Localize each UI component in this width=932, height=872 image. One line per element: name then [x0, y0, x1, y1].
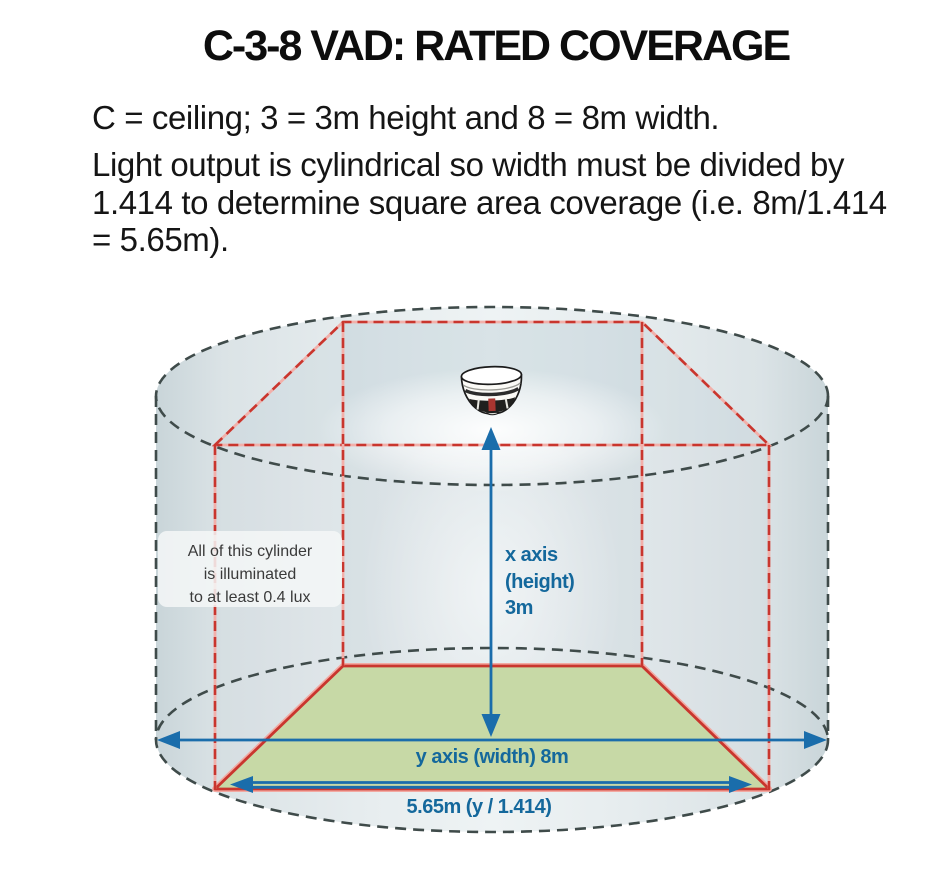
coverage-diagram: All of this cylinder is illuminated to a…: [154, 305, 830, 834]
x-axis-label: x axis (height) 3m: [505, 544, 575, 619]
cube-vertical-edges: [213, 322, 771, 789]
note-line-2: is illuminated: [204, 566, 296, 583]
illumination-note: All of this cylinder is illuminated to a…: [158, 531, 342, 607]
page-title: C-3-8 VAD: RATED COVERAGE: [202, 22, 791, 70]
vad-detector-icon: [460, 365, 523, 416]
x-axis-label-line-2: (height): [505, 571, 574, 593]
note-box: [158, 531, 342, 607]
explanation-text: Light output is cylindrical so width mus…: [92, 146, 887, 258]
x-axis-label-line-3: 3m: [505, 597, 533, 619]
square-width-label: 5.65m (y / 1.414): [407, 796, 552, 818]
x-axis-label-line-1: x axis: [505, 544, 558, 566]
note-line-3: to at least 0.4 lux: [190, 589, 311, 606]
definition-text: C = ceiling; 3 = 3m height and 8 = 8m wi…: [92, 99, 720, 136]
y-axis-arrow: [157, 731, 827, 749]
square-width-arrow: [230, 776, 752, 793]
note-line-1: All of this cylinder: [188, 543, 313, 560]
y-axis-label: y axis (width) 8m: [416, 746, 569, 768]
x-axis-arrow: [481, 427, 501, 737]
